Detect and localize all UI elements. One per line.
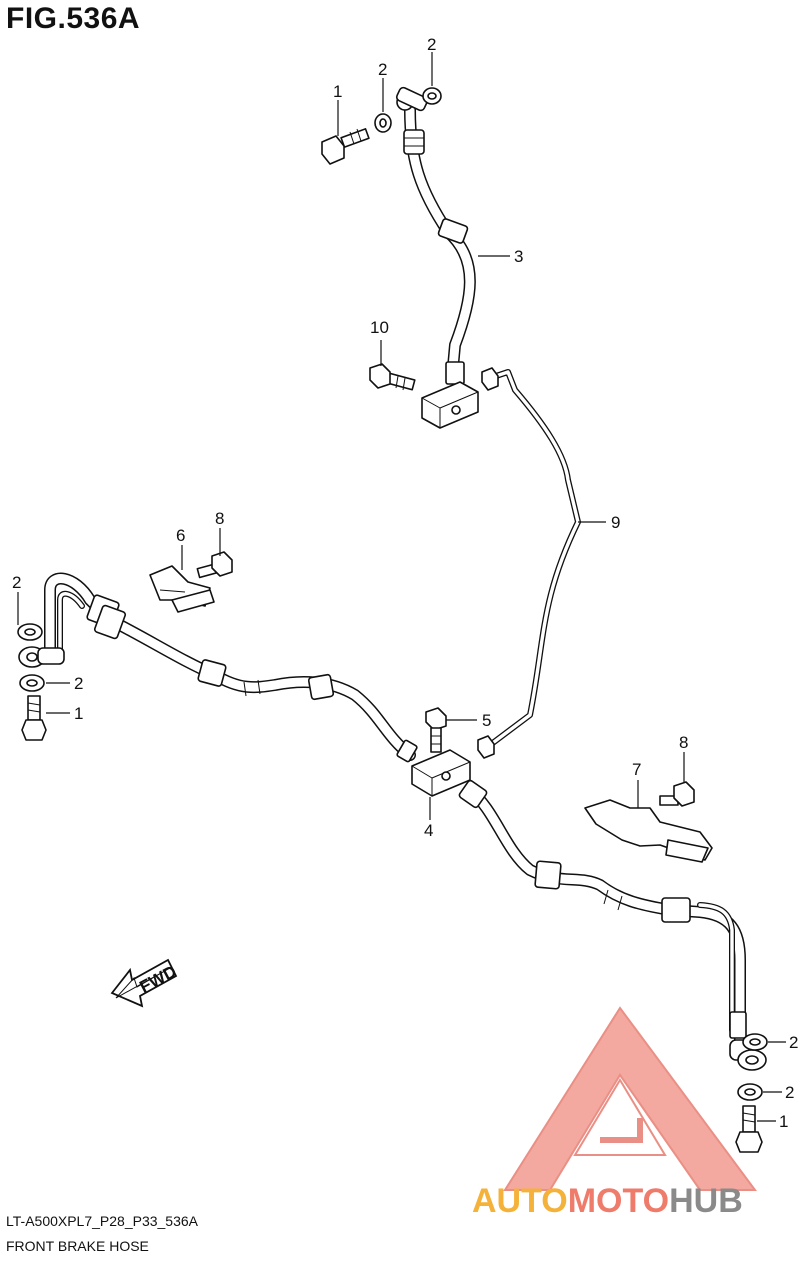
callout-top-bolt: 1	[333, 82, 342, 101]
banjo-bolt-top	[321, 128, 370, 165]
banjo-bolt-right	[735, 1105, 763, 1153]
joint-bolt-5	[425, 707, 447, 753]
watermark-logo	[503, 1006, 757, 1191]
upper-mount-block	[421, 381, 479, 429]
leader-lines	[17, 52, 786, 1122]
callout-brake-pipe: 9	[611, 513, 620, 532]
upper-brake-hose	[395, 86, 476, 385]
bolt-10	[369, 363, 416, 391]
callout-numbers: 1 2 2 3 10 9 6 8 2 2 1 5 4 7 8 2 2 1	[12, 35, 798, 1131]
watermark-word-c: HUB	[669, 1182, 743, 1220]
left-brake-hose	[18, 572, 416, 761]
bracket-6	[149, 565, 215, 613]
callout-bracket-7: 7	[632, 760, 641, 779]
svg-text:AUTOMOTOHUB: AUTOMOTOHUB	[472, 1182, 743, 1220]
callout-bolt-10: 10	[370, 318, 389, 337]
callout-bolt-8-right: 8	[679, 733, 688, 752]
figure-code: LT-A500XPL7_P28_P33_536A	[6, 1213, 199, 1229]
callout-top-washer-b: 2	[427, 35, 436, 54]
bolt-8-right	[659, 781, 695, 807]
figure-caption: FRONT BRAKE HOSE	[6, 1238, 149, 1254]
figure-title: FIG.536A	[6, 2, 141, 35]
forward-arrow-icon: FWD	[110, 958, 180, 1008]
brake-pipe	[477, 367, 581, 759]
watermark-word-a: AUTO	[472, 1182, 568, 1220]
callout-bolt-8-left: 8	[215, 509, 224, 528]
callout-joint-bolt: 5	[482, 711, 491, 730]
watermark-word-b: MOTO	[568, 1182, 669, 1220]
right-brake-hose	[458, 779, 767, 1071]
callout-right-bolt: 1	[779, 1112, 788, 1131]
callout-bracket-6: 6	[176, 526, 185, 545]
callout-top-washer-a: 2	[378, 60, 387, 79]
brake-joint	[396, 739, 471, 797]
banjo-bolt-left	[21, 695, 47, 741]
callout-joint: 4	[424, 821, 433, 840]
watermark-text: AUTOMOTOHUB	[472, 1182, 743, 1220]
callout-left-washer-bottom: 2	[74, 674, 83, 693]
callout-right-washer-bottom: 2	[785, 1083, 794, 1102]
callout-left-bolt: 1	[74, 704, 83, 723]
callout-left-washer-top: 2	[12, 573, 21, 592]
bolt-8-left	[196, 551, 233, 579]
callout-right-washer-top: 2	[789, 1033, 798, 1052]
bracket-7	[584, 799, 713, 863]
callout-upper-hose: 3	[514, 247, 523, 266]
